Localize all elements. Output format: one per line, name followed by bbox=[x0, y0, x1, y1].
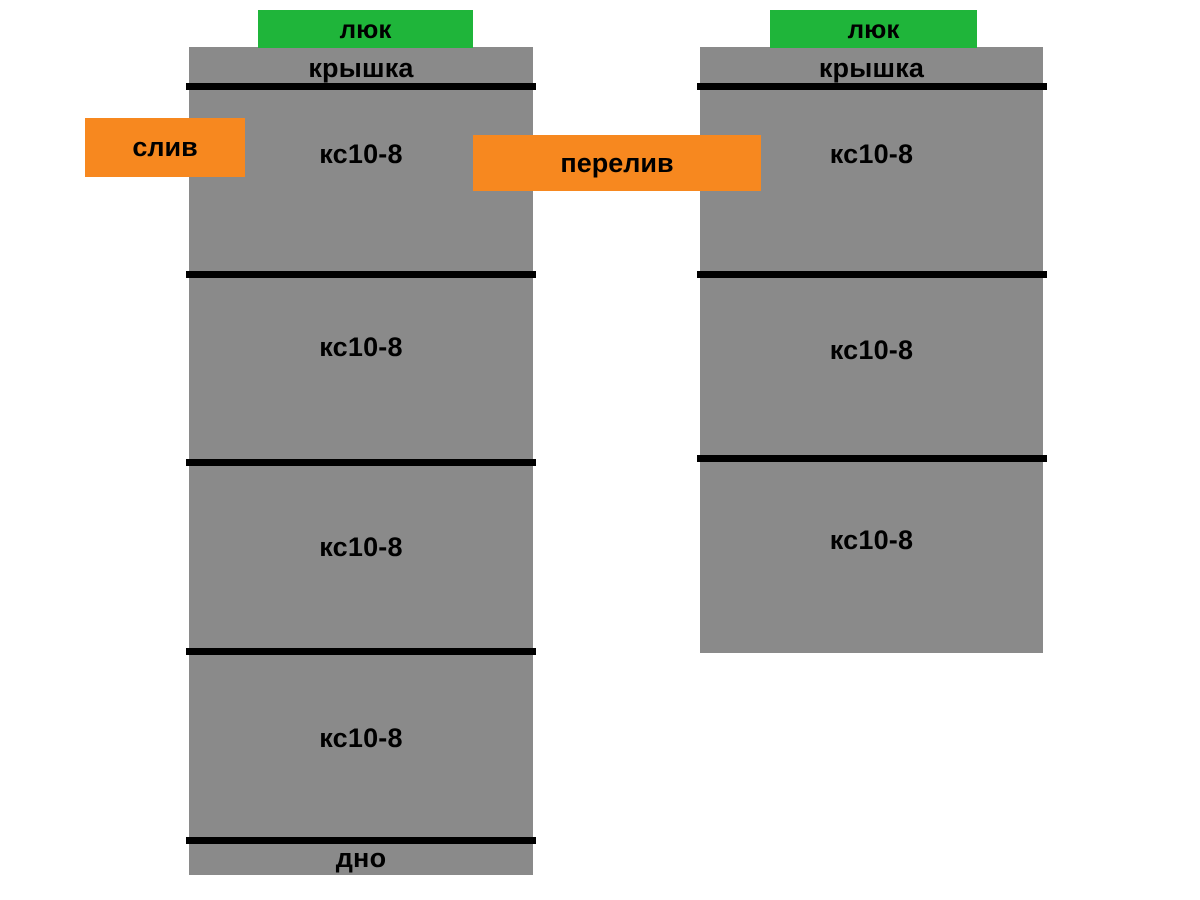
well-right-ring-joint-1 bbox=[697, 271, 1047, 278]
well-right-cap-label: крышка bbox=[818, 53, 925, 83]
well-left-cap-label: крышка bbox=[308, 53, 414, 83]
well-left-cap-joint bbox=[186, 83, 536, 90]
pipe-overflow-label: перелив bbox=[560, 147, 674, 178]
well-right-hatch-label: люк bbox=[847, 13, 900, 44]
well-right-hatch: люк bbox=[770, 10, 977, 48]
well-right-ring-label-1: кс10-8 bbox=[829, 139, 914, 169]
well-right-ring-joint-2 bbox=[697, 455, 1047, 462]
well-left-floor-label: дно bbox=[335, 843, 387, 873]
well-right-ring-label-3: кс10-8 bbox=[829, 525, 914, 555]
well-left-ring-label-2: кс10-8 bbox=[319, 332, 403, 362]
well-left-hatch: люк bbox=[258, 10, 473, 48]
pipe-inlet-drain: слив bbox=[85, 118, 245, 177]
well-left-ring-label-4: кс10-8 bbox=[319, 723, 403, 753]
well-left-ring-joint-1 bbox=[186, 271, 536, 278]
well-left-hatch-label: люк bbox=[339, 13, 392, 44]
well-right-cap-joint bbox=[697, 83, 1047, 90]
pipe-inlet-drain-label: слив bbox=[132, 132, 198, 162]
well-left-ring-joint-2 bbox=[186, 459, 536, 466]
well-left-floor-joint bbox=[186, 837, 536, 844]
well-right-ring-label-2: кс10-8 bbox=[829, 335, 914, 365]
well-left-ring-joint-3 bbox=[186, 648, 536, 655]
well-left-ring-label-3: кс10-8 bbox=[319, 532, 403, 562]
pipe-overflow: перелив bbox=[473, 135, 761, 191]
well-left-ring-label-1: кс10-8 bbox=[319, 139, 403, 169]
